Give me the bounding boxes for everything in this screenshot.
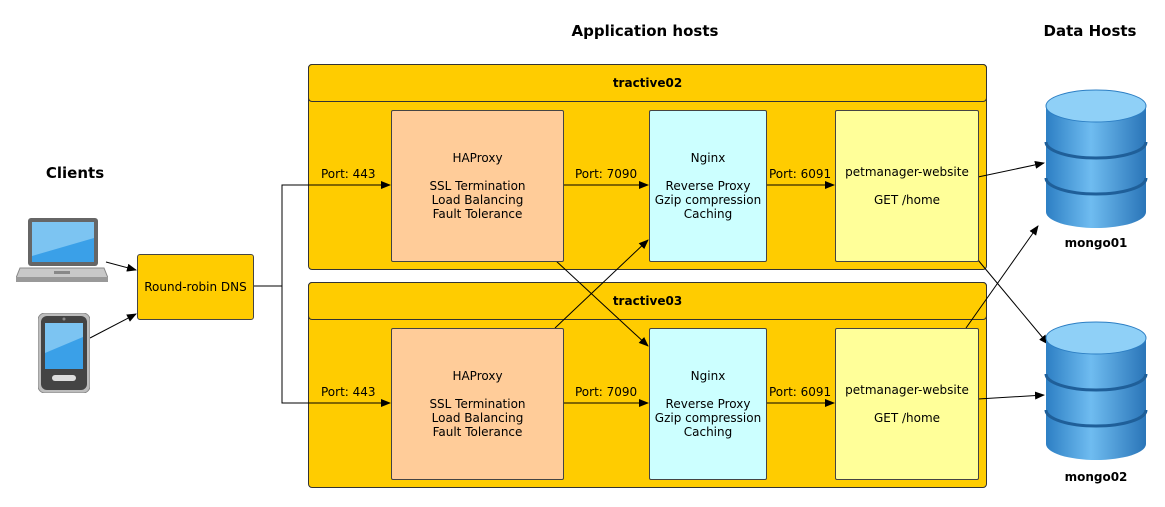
port-label: Port: 7090 (575, 167, 638, 181)
database-icon (1044, 88, 1148, 230)
web02-to-mongo01-arrow (977, 160, 1045, 178)
laptop-to-dns-arrow (105, 261, 137, 272)
nginx-feature: Reverse Proxy (665, 397, 751, 411)
haproxy03-to-nginx02-arrow (554, 239, 649, 329)
website-route: GET /home (873, 193, 941, 207)
nginx-feature: Caching (683, 425, 733, 439)
round-robin-dns: Round-robin DNS (137, 254, 254, 320)
database-label-mongo01: mongo01 (1064, 236, 1128, 250)
web03-to-mongo02-arrow (977, 391, 1045, 400)
nginx-feature: Caching (683, 207, 733, 221)
application-hosts-heading: Application hosts (571, 22, 719, 40)
website-title: petmanager-website (845, 165, 969, 179)
web02-to-mongo02-arrow (977, 259, 1049, 345)
nginx-feature: Reverse Proxy (665, 179, 751, 193)
phone-to-dns-arrow (89, 313, 137, 339)
port-label: Port: 6091 (769, 385, 832, 399)
nginx-title: Nginx (690, 151, 726, 165)
nginx-title: Nginx (690, 369, 726, 383)
haproxy-tractive02: HAProxy SSL Termination Load Balancing F… (391, 110, 564, 262)
haproxy-title: HAProxy (452, 369, 503, 383)
nginx-feature: Gzip compression (654, 411, 762, 425)
dns-to-haproxy03-arrow (281, 286, 391, 407)
port-label: Port: 443 (321, 167, 376, 181)
host-title-tractive03: tractive03 (308, 282, 987, 320)
dns-label: Round-robin DNS (144, 280, 247, 294)
haproxy-feature: Load Balancing (431, 193, 524, 207)
dns-to-haproxy02-arrow (253, 181, 391, 287)
port-label: Port: 6091 (769, 167, 832, 181)
haproxy-title: HAProxy (452, 151, 503, 165)
clients-heading: Clients (45, 164, 105, 182)
nginx-tractive03: Nginx Reverse Proxy Gzip compression Cac… (649, 328, 767, 480)
laptop-icon (15, 216, 109, 284)
nginx-tractive02: Nginx Reverse Proxy Gzip compression Cac… (649, 110, 767, 262)
data-hosts-heading: Data Hosts (1043, 22, 1137, 40)
haproxy02-to-nginx03-arrow (554, 259, 649, 347)
website-tractive02: petmanager-website GET /home (835, 110, 979, 262)
haproxy-feature: SSL Termination (429, 397, 526, 411)
database-label-mongo02: mongo02 (1064, 470, 1128, 484)
port-label: Port: 7090 (575, 385, 638, 399)
haproxy-feature: Fault Tolerance (432, 425, 523, 439)
website-route: GET /home (873, 411, 941, 425)
web03-to-mongo01-arrow (965, 225, 1039, 329)
nginx-feature: Gzip compression (654, 193, 762, 207)
haproxy-tractive03: HAProxy SSL Termination Load Balancing F… (391, 328, 564, 480)
haproxy-feature: Fault Tolerance (432, 207, 523, 221)
host-title-tractive02: tractive02 (308, 64, 987, 102)
website-title: petmanager-website (845, 383, 969, 397)
haproxy-feature: SSL Termination (429, 179, 526, 193)
port-label: Port: 443 (321, 385, 376, 399)
phone-icon (37, 312, 91, 394)
database-icon (1044, 320, 1148, 462)
website-tractive03: petmanager-website GET /home (835, 328, 979, 480)
haproxy-feature: Load Balancing (431, 411, 524, 425)
